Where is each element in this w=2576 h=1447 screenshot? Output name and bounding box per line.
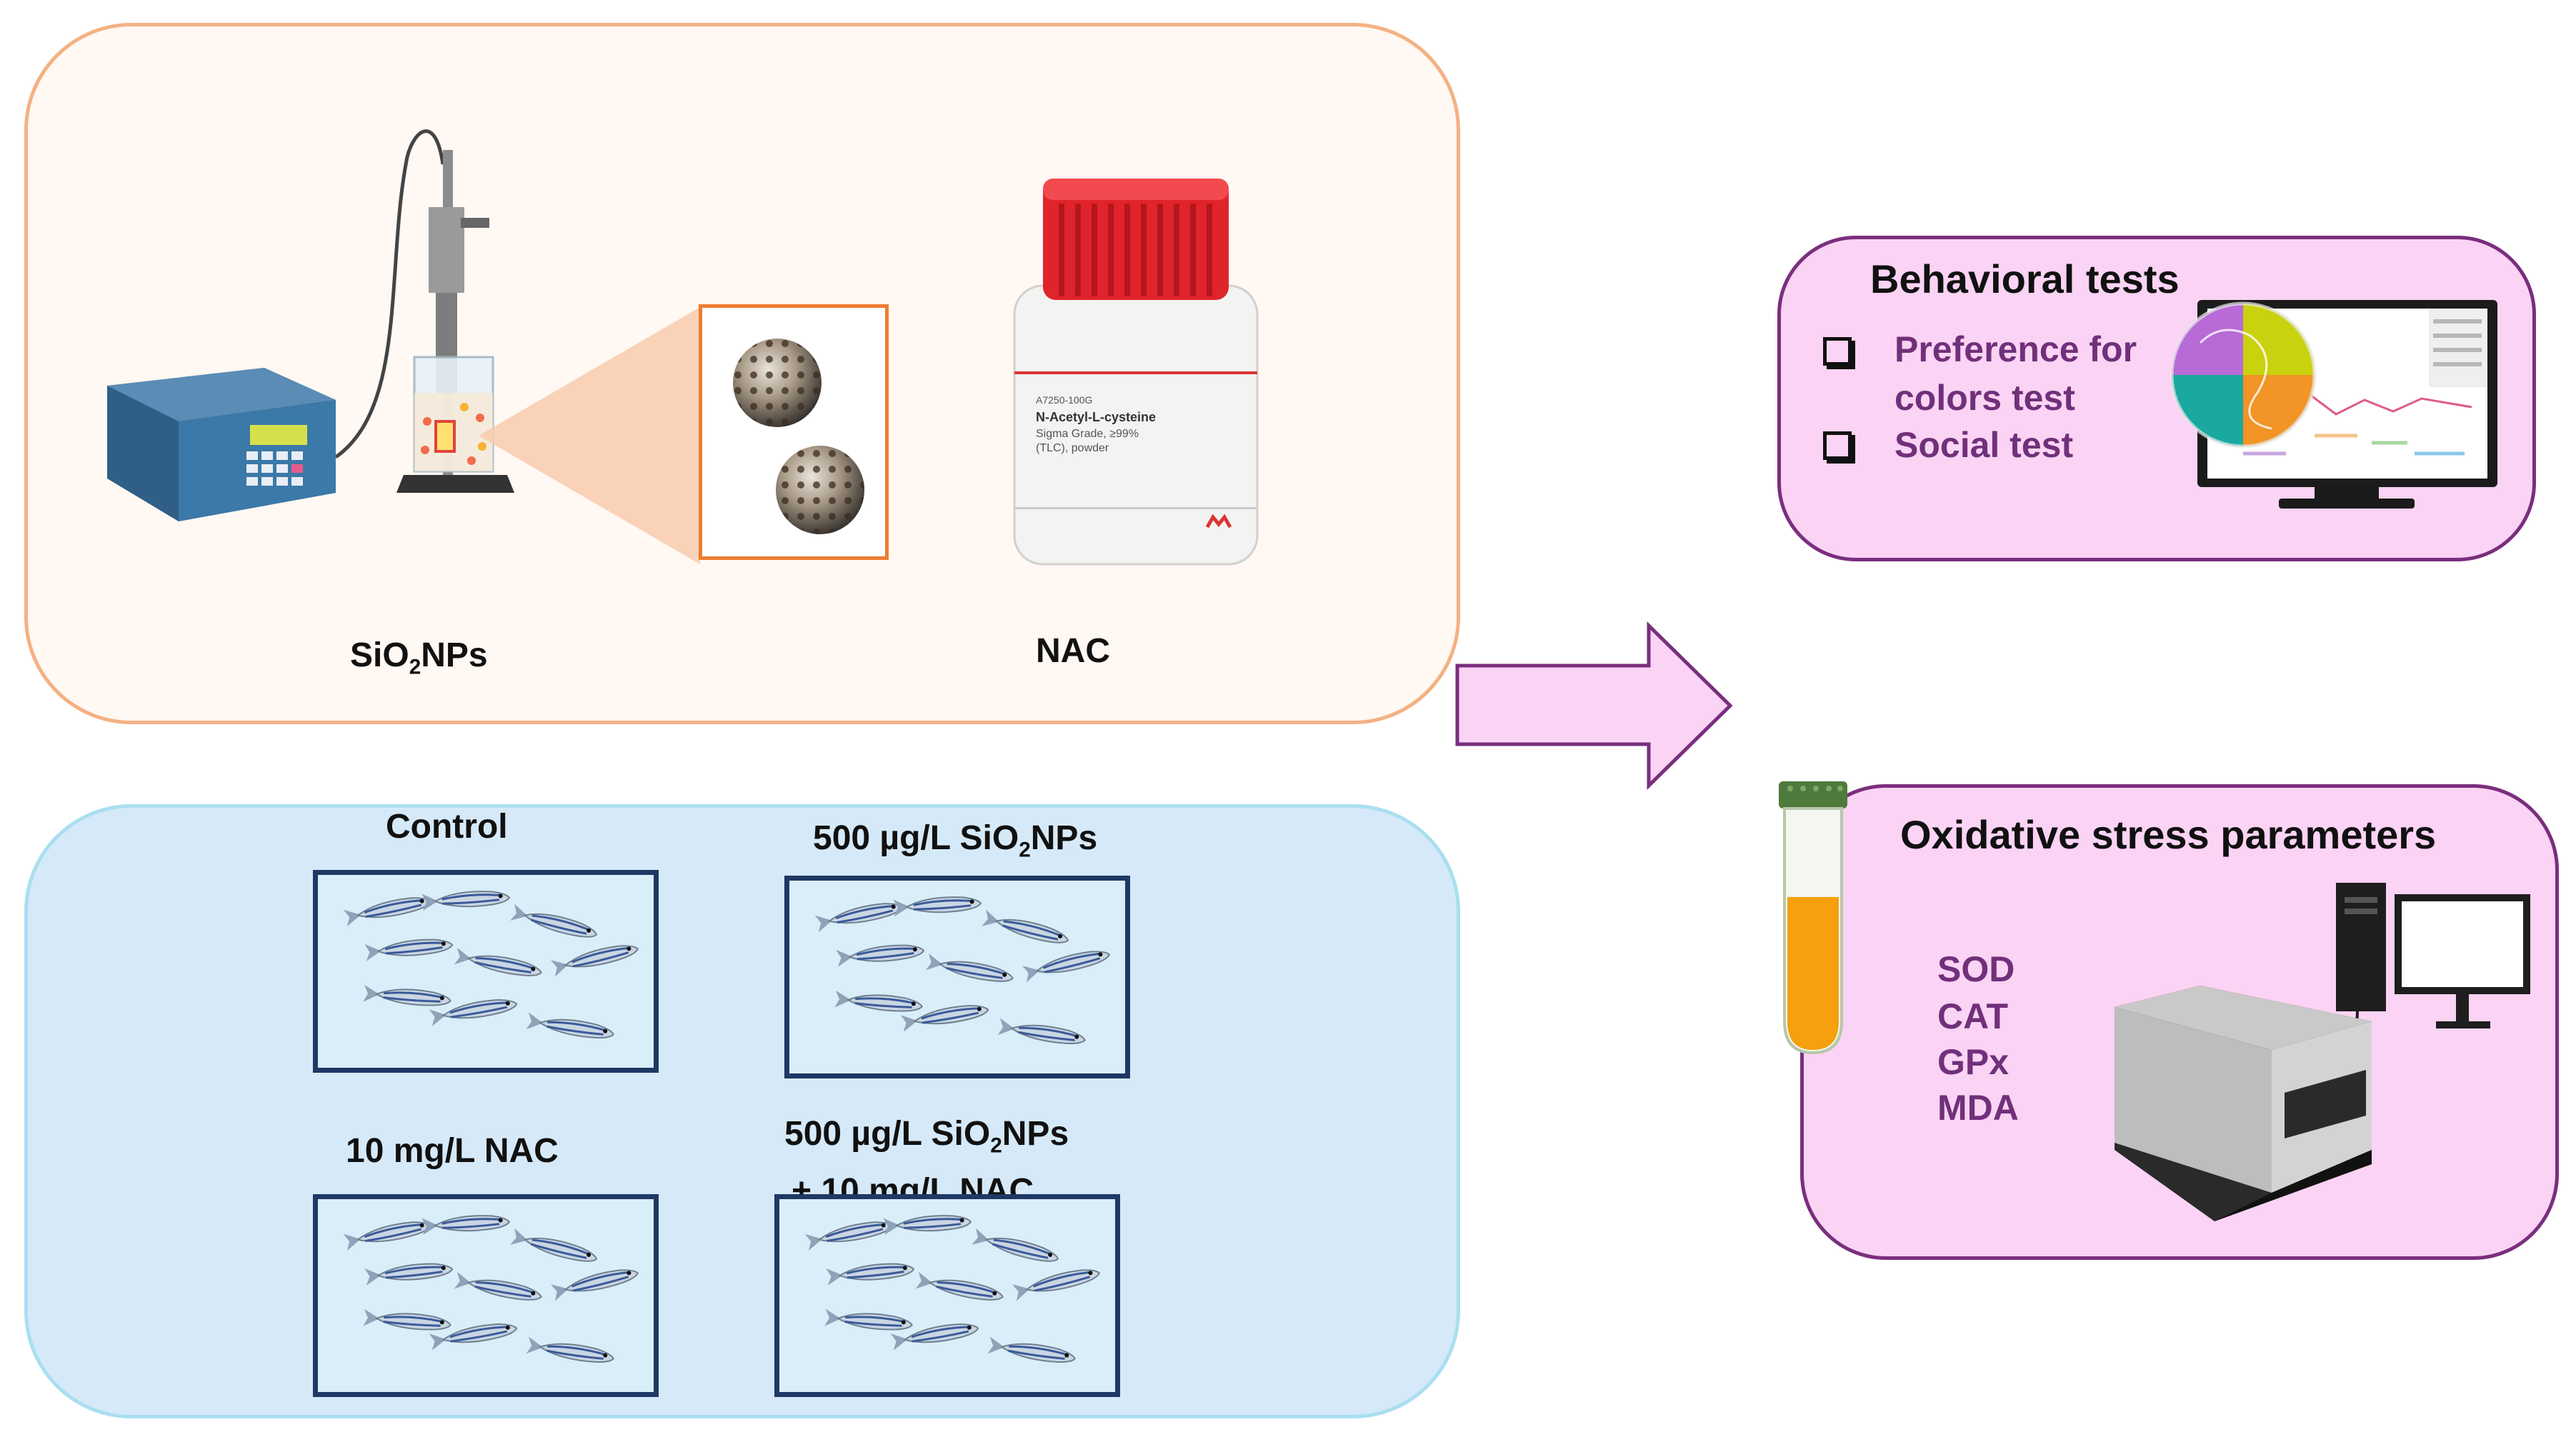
zebrafish-icon bbox=[925, 953, 1014, 982]
bottle-name: N-Acetyl-L-cysteine bbox=[1036, 410, 1156, 424]
param-gpx: GPx bbox=[1937, 1042, 2010, 1082]
bottle-grade: Sigma Grade, ≥99% bbox=[1036, 428, 1139, 440]
monitor-tracking-icon bbox=[2170, 300, 2497, 509]
zebrafish-icon bbox=[834, 990, 923, 1012]
zebrafish-icon bbox=[804, 1221, 894, 1251]
zebrafish-icon bbox=[824, 1308, 913, 1331]
behavioral-item-2: colors test bbox=[1894, 378, 2075, 418]
sonicator-icon bbox=[107, 129, 514, 521]
zebrafish-icon bbox=[915, 1271, 1004, 1301]
group-label-sio2: 500 µg/L SiO2NPs bbox=[813, 819, 1098, 862]
zebrafish-icon bbox=[526, 1336, 614, 1363]
bottle-code: A7250-100G bbox=[1036, 394, 1092, 406]
zebrafish-icon bbox=[454, 1271, 542, 1301]
param-mda: MDA bbox=[1937, 1088, 2019, 1128]
zebrafish-icon bbox=[826, 1263, 915, 1286]
right-arrow-icon bbox=[1455, 621, 1733, 790]
group-label-control: Control bbox=[386, 808, 508, 846]
zebrafish-icon bbox=[421, 891, 511, 911]
zebrafish-icon bbox=[997, 1018, 1086, 1045]
zebrafish-icon bbox=[364, 938, 454, 961]
zebrafish-icon bbox=[343, 897, 432, 927]
zebrafish-icon bbox=[551, 1269, 639, 1301]
zebrafish-icon bbox=[429, 1323, 518, 1351]
plate-reader-icon bbox=[2115, 883, 2530, 1221]
oxidative-title: Oxidative stress parameters bbox=[1900, 812, 2437, 857]
group-label-nac: 10 mg/L NAC bbox=[346, 1132, 559, 1170]
zebrafish-icon bbox=[510, 903, 598, 938]
zebrafish-icon bbox=[526, 1012, 614, 1039]
zebrafish-icon bbox=[893, 896, 982, 917]
zebrafish-icon bbox=[510, 1228, 598, 1262]
zebrafish-icon bbox=[814, 903, 904, 933]
param-cat: CAT bbox=[1937, 996, 2009, 1036]
nac-label: NAC bbox=[1036, 632, 1110, 670]
zebrafish-icon bbox=[429, 999, 518, 1026]
param-sod: SOD bbox=[1937, 949, 2015, 989]
exposure-groups-panel bbox=[24, 804, 1460, 1418]
zebrafish-icon bbox=[883, 1215, 972, 1236]
behavioral-title: Behavioral tests bbox=[1870, 256, 2180, 301]
zebrafish-icon bbox=[900, 1005, 989, 1032]
zebrafish-icon bbox=[987, 1336, 1076, 1363]
zebrafish-icon bbox=[1012, 1269, 1100, 1301]
zebrafish-icon bbox=[421, 1215, 511, 1236]
behavioral-item-1: Preference for bbox=[1894, 329, 2137, 369]
zebrafish-icon bbox=[343, 1221, 432, 1251]
tank-sio2 bbox=[784, 876, 1130, 1078]
zebrafish-icon bbox=[836, 944, 925, 967]
nac-bottle-icon: A7250-100G N-Acetyl-L-cysteine Sigma Gra… bbox=[1013, 179, 1259, 566]
zebrafish-icon bbox=[1022, 951, 1110, 983]
zebrafish-icon bbox=[551, 945, 639, 977]
zoom-connector bbox=[479, 307, 700, 564]
zebrafish-icon bbox=[363, 984, 451, 1006]
sio2nps-label: SiO2NPs bbox=[350, 636, 488, 679]
zebrafish-icon bbox=[454, 947, 542, 976]
nanoparticle-icon bbox=[733, 339, 864, 534]
zebrafish-icon bbox=[890, 1323, 979, 1351]
checkbox-icon bbox=[1823, 337, 1852, 366]
zebrafish-icon bbox=[982, 909, 1069, 943]
zebrafish-icon bbox=[363, 1308, 451, 1331]
behavioral-item-3: Social test bbox=[1894, 425, 2074, 465]
zebrafish-icon bbox=[972, 1228, 1059, 1262]
zebrafish-icon bbox=[364, 1263, 454, 1286]
bottle-form: (TLC), powder bbox=[1036, 442, 1109, 454]
checkbox-icon bbox=[1823, 431, 1852, 460]
test-tube-icon bbox=[1779, 781, 1847, 1055]
